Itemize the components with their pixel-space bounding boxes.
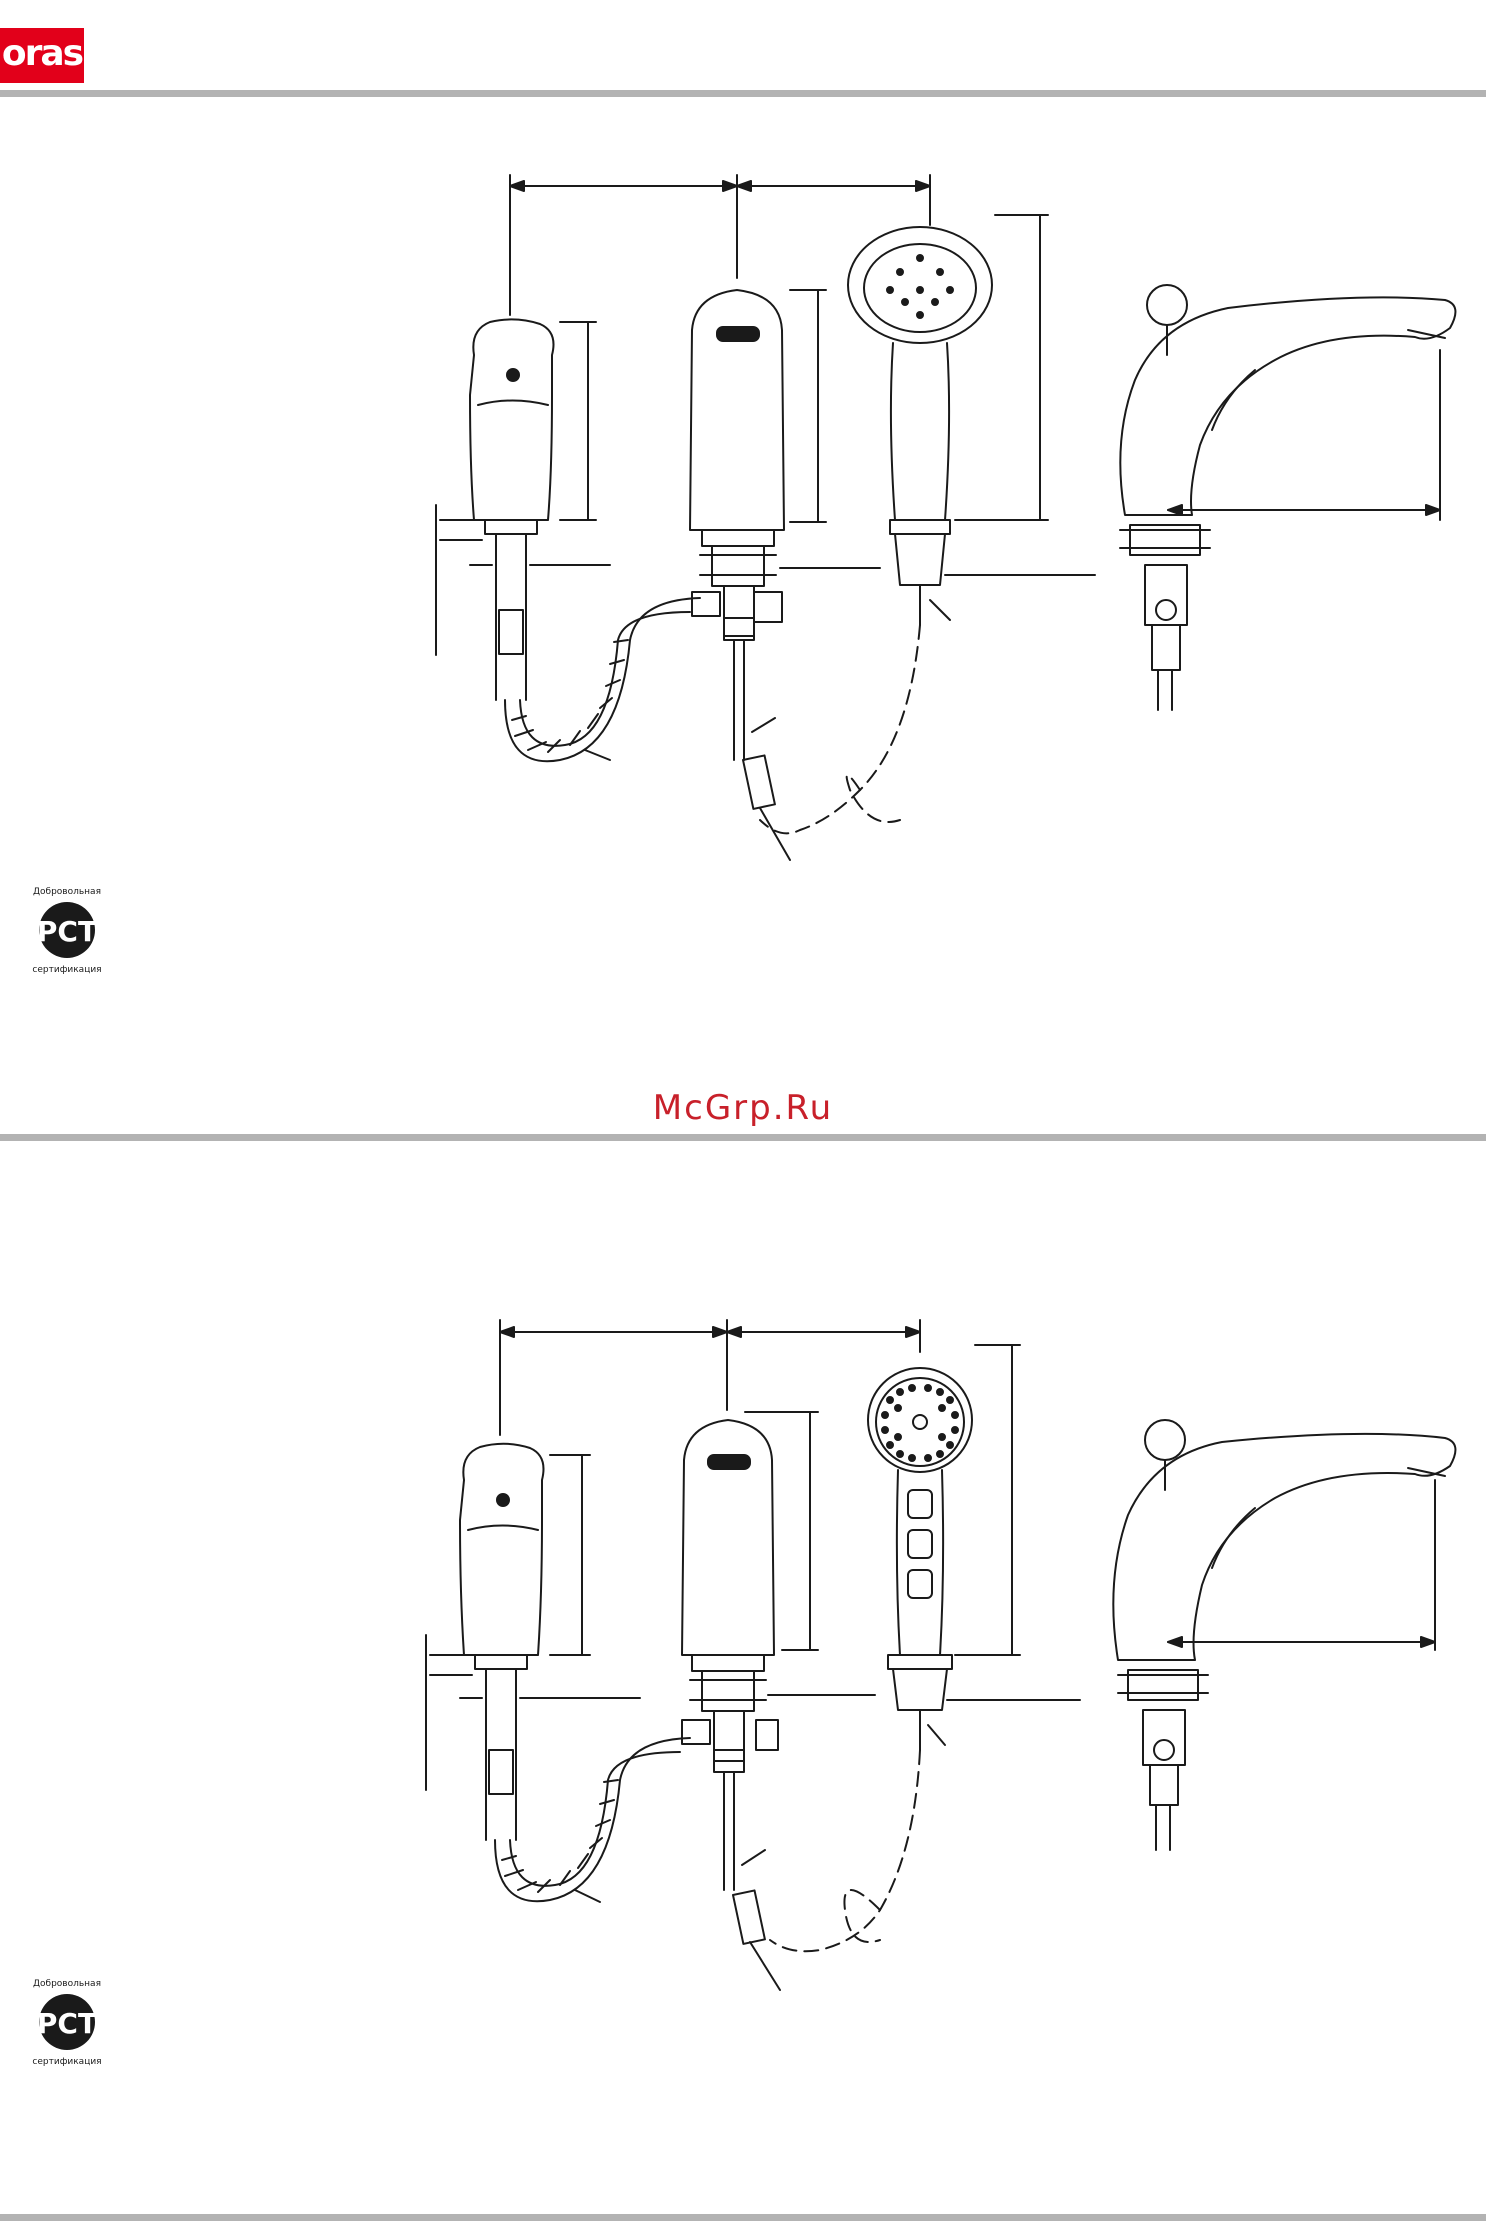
- rst-certification-mark-icon: Добровольная РСТ сертификация: [22, 1970, 112, 2070]
- side-view-spout-2: [1113, 1420, 1455, 1850]
- braided-hose-2: [495, 1738, 690, 1902]
- certification-mark-1: Добровольная РСТ сертификация: [22, 878, 112, 978]
- cert-mark-text: РСТ: [37, 915, 97, 948]
- braided-hose-1: [505, 598, 700, 761]
- cert-top-text: Добровольная: [33, 1979, 101, 1989]
- technical-drawing-2: [0, 1150, 1486, 2130]
- rst-certification-mark-icon: Добровольная РСТ сертификация: [22, 878, 112, 978]
- middle-rule: [0, 1134, 1486, 1141]
- footer-rule: [0, 2214, 1486, 2221]
- hand-shower-1: [760, 215, 1095, 833]
- top-dimension-2: [500, 1320, 920, 1435]
- certification-mark-2: Добровольная РСТ сертификация: [22, 1970, 112, 2070]
- watermark: McGrp.Ru: [0, 1088, 1486, 1128]
- mixer-handle-unit-1: [436, 319, 610, 700]
- cert-bottom-text: сертификация: [32, 965, 101, 975]
- cert-top-text: Добровольная: [33, 887, 101, 897]
- cert-mark-text: РСТ: [37, 2007, 97, 2040]
- hand-shower-2: [770, 1345, 1080, 1951]
- diverter-unit-1: [690, 290, 880, 860]
- diverter-unit-2: [682, 1412, 875, 1990]
- cert-bottom-text: сертификация: [32, 2057, 101, 2067]
- technical-drawing-1: [0, 0, 1486, 1000]
- side-view-spout-1: [1120, 285, 1455, 710]
